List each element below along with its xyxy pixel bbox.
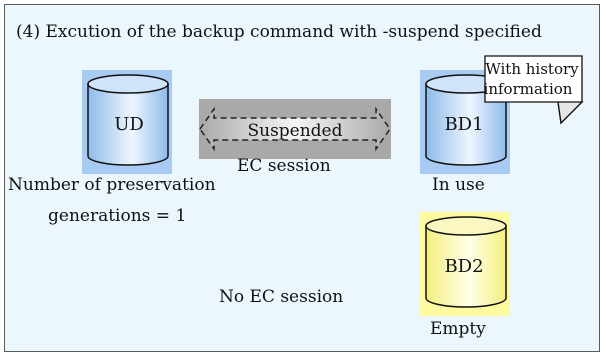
bd1-volume-label: BD1 — [444, 114, 483, 135]
history-callout: With history information — [484, 55, 584, 125]
callout-line-1: With history — [485, 60, 579, 78]
bd2-status-label: Empty — [430, 319, 486, 339]
no-ec-session-caption: No EC session — [219, 287, 344, 307]
suspended-label: Suspended — [247, 121, 342, 141]
bd2-volume: BD2 — [420, 212, 510, 316]
diagram-title: (4) Excution of the backup command with … — [16, 22, 542, 42]
preservation-label-line-2: generations = 1 — [48, 206, 187, 226]
bd1-volume: BD1 — [420, 70, 510, 174]
ud-volume-label: UD — [114, 114, 144, 135]
ud-volume: UD — [82, 70, 172, 174]
bd1-status-label: In use — [432, 175, 485, 195]
callout-line-2: information — [484, 80, 573, 98]
ec-session-caption: EC session — [237, 156, 331, 176]
suspended-ec-arrow: Suspended — [199, 99, 391, 159]
bd2-volume-label: BD2 — [444, 256, 483, 277]
preservation-label-line-1: Number of preservation — [8, 175, 216, 195]
